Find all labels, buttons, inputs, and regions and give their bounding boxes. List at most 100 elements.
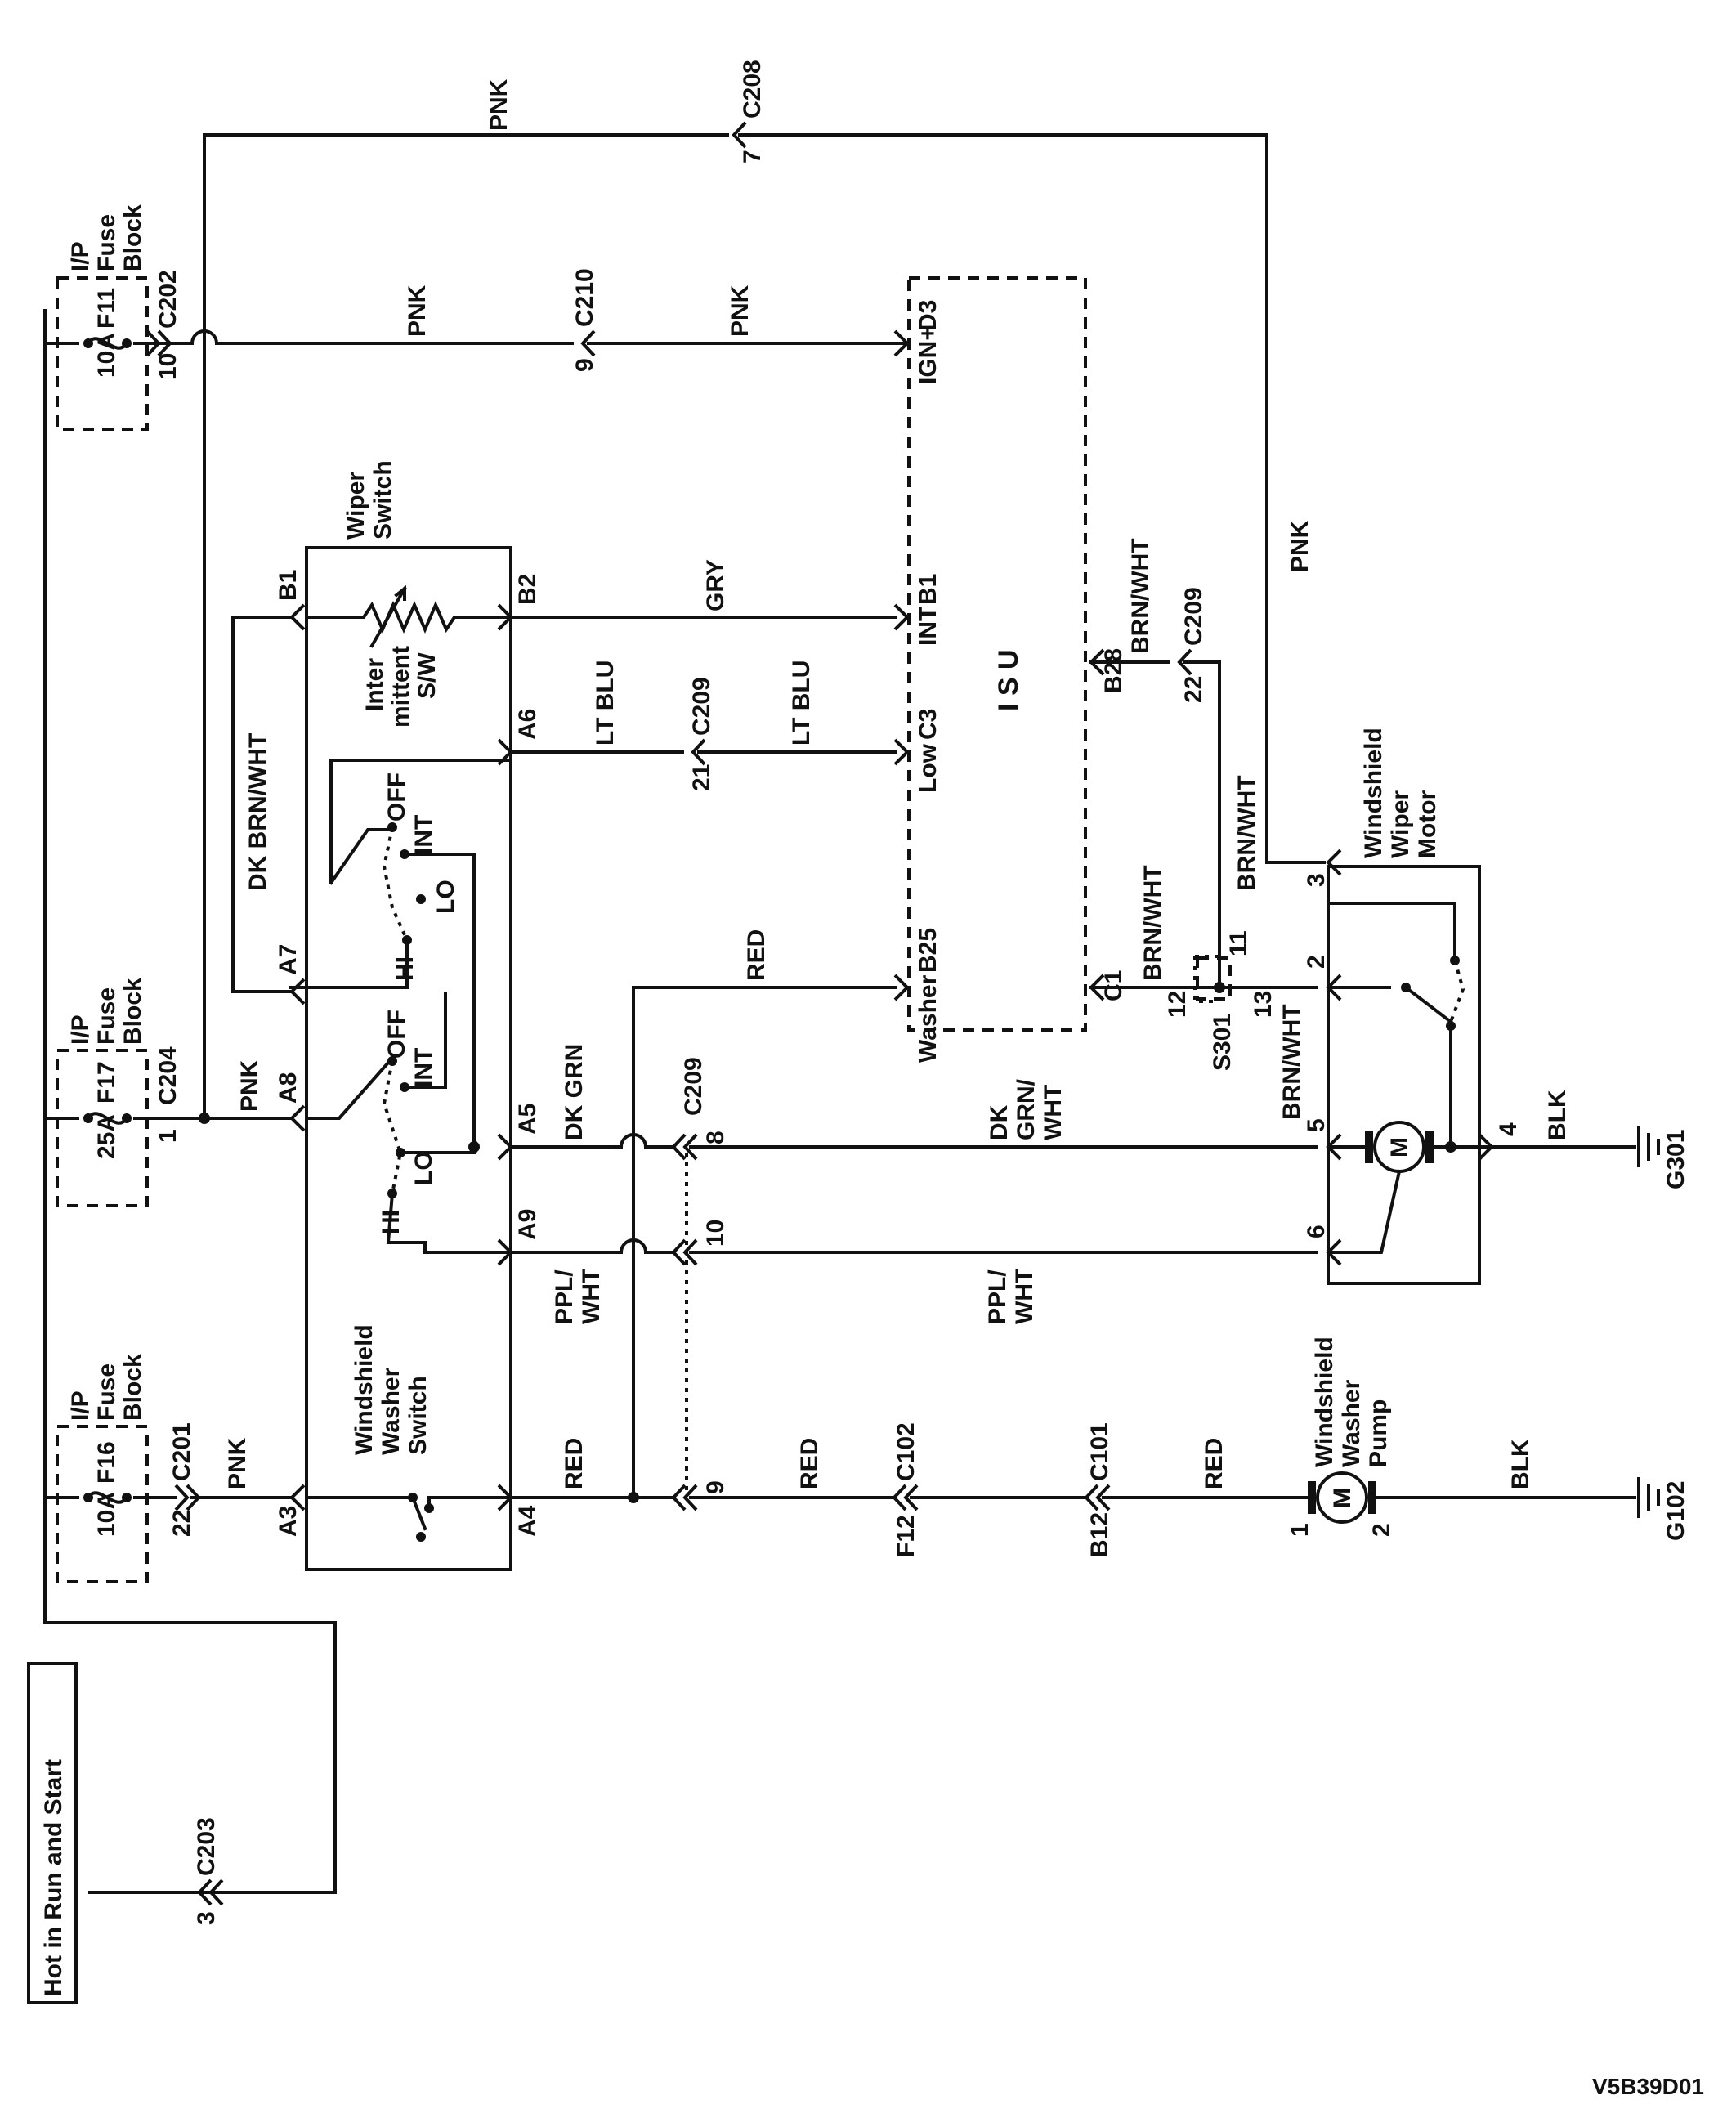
intermittent-label-2: mittent [387,646,414,728]
washer-pump-p1: 1 [1286,1523,1313,1537]
intermittent-label-1: Inter [361,658,388,711]
fuse-f17-rating: 25A [93,1114,120,1159]
upper-lo: LO [432,880,459,914]
wire-label-red-1: RED [561,1438,588,1489]
wire-label-blk-motor: BLK [1544,1090,1571,1140]
fuse-f17-block-2: Fuse [93,987,120,1045]
upper-int: INT [410,815,437,854]
c101-pin: B12 [1086,1512,1113,1557]
upper-off: OFF [383,772,410,822]
fuse-f11-id: F11 [93,288,120,329]
lower-hi: HI [378,1210,405,1234]
isu-d3-pin [893,329,910,357]
c210-connector [580,329,596,357]
wire-label-dk-grn: DK GRN [561,1044,588,1140]
c102-pin: F12 [893,1515,919,1557]
wire-label-blk-pump: BLK [1507,1439,1534,1489]
c201-connector [174,1484,201,1511]
wiper-switch-a8: A8 [275,1072,302,1104]
wiper-motor-p6: 6 [1303,1225,1330,1238]
wire-label-red-3: RED [1201,1438,1228,1489]
c101-label: C101 [1086,1422,1113,1481]
wiper-motor-box [1327,865,1481,1285]
splice-p13: 13 [1250,991,1277,1018]
c203-connector [197,1878,224,1906]
wire-label-brn-wht-1: BRN/WHT [1127,538,1154,654]
fuse-f16-box [56,1425,149,1583]
isu-b1-pin [893,603,910,631]
washer-pump-p2: 2 [1368,1523,1395,1537]
c209-21-connector [691,738,706,766]
wire-label-brn-wht-3: BRN/WHT [1233,775,1260,891]
c202-pin: 10 [154,353,181,380]
fuse-f11-block-2: Fuse [93,214,120,271]
isu-b28-pin [1089,648,1105,676]
washer-pump-title-2: Washer [1338,1379,1365,1467]
ground-g301-symbol [1637,1126,1660,1167]
c102-connector [892,1484,919,1511]
fuse-f17-element [86,1112,129,1125]
fuse-f16-block-2: Fuse [93,1363,120,1421]
c201-label: C201 [168,1422,195,1481]
wire-label-gry: GRY [702,559,729,611]
wiper-switch-title-1: Wiper [342,472,369,540]
wire-label-red-isu: RED [743,929,770,981]
wiper-switch-a7: A7 [275,944,302,975]
wiper-switch-a5-pin [497,1133,513,1161]
ground-g102-label: G102 [1662,1481,1689,1541]
wiper-switch-a6: A6 [514,709,541,740]
washer-switch-title-1: Windshield [351,1324,378,1455]
wire-label-brn-wht-4: BRN/WHT [1278,1004,1305,1120]
c209-10-connector [671,1238,698,1266]
wire-label-dk-grn-wht-3: WHT [1040,1085,1067,1140]
intermittent-label-3: S/W [414,652,441,699]
c101-connector [1084,1484,1111,1511]
wire-label-dk-brn-wht: DK BRN/WHT [244,733,271,891]
wire-label-lt-blu-2: LT BLU [788,660,815,746]
fuse-f17-box [56,1049,149,1207]
lower-int: INT [410,1048,437,1087]
splice-s301-box [1196,956,1232,1001]
c209-9-pin: 9 [702,1480,729,1494]
washer-switch-a4: A4 [514,1505,541,1537]
wiper-switch-b2: B2 [514,574,541,605]
wiper-switch-a5: A5 [514,1104,541,1135]
wiper-motor-p4-pin [1478,1133,1494,1161]
c209-8-pin: 8 [702,1131,729,1144]
wire-label-dk-grn-wht-2: GRN/ [1013,1078,1040,1140]
wire-label-pnk-ign: PNK [404,284,431,337]
wire-label-lt-blu-1: LT BLU [592,660,619,746]
fuse-f11-block-3: Block [119,204,146,271]
wire-label-brn-wht-2: BRN/WHT [1139,865,1166,981]
wire-label-pnk-right: PNK [1286,520,1313,572]
c209-21-pin: 21 [688,764,715,791]
c204-pin: 1 [154,1129,181,1143]
c208-pin: 7 [739,150,766,163]
isu-ign-label: IGN+ [915,326,942,384]
wiper-motor-title-2: Wiper [1387,790,1414,858]
wiper-switch-a8-pin [289,1104,306,1132]
wiper-switch-title-2: Switch [369,460,396,540]
isu-int-label: INT [915,607,942,646]
fuse-f17-block-1: I/P [67,1014,94,1045]
washer-pump-symbol [1308,1471,1376,1524]
intermittent-resistor [305,584,512,648]
washer-switch-title-2: Washer [378,1367,405,1455]
washer-switch-title-3: Switch [405,1376,432,1455]
c202-connector [145,329,172,357]
ground-g102-symbol [1637,1477,1660,1518]
fuse-f16-id: F16 [93,1441,120,1484]
wiper-switch-box [305,546,512,1571]
c209-10-pin: 10 [702,1220,729,1247]
wire-label-pnk-ign2: PNK [727,284,754,337]
wiper-motor-title-3: Motor [1414,790,1441,858]
wire-label-ppl-wht-a1: PPL/ [551,1269,578,1324]
isu-washer-label: Washer [915,974,942,1063]
fuse-f11-block-1: I/P [67,241,94,271]
wiper-switch-a9: A9 [514,1209,541,1240]
c202-label: C202 [154,270,181,329]
wire-label-dk-grn-wht-1: DK [986,1104,1013,1140]
wiper-motor-symbol [1327,1121,1481,1254]
wiper-motor-p2: 2 [1303,955,1330,969]
